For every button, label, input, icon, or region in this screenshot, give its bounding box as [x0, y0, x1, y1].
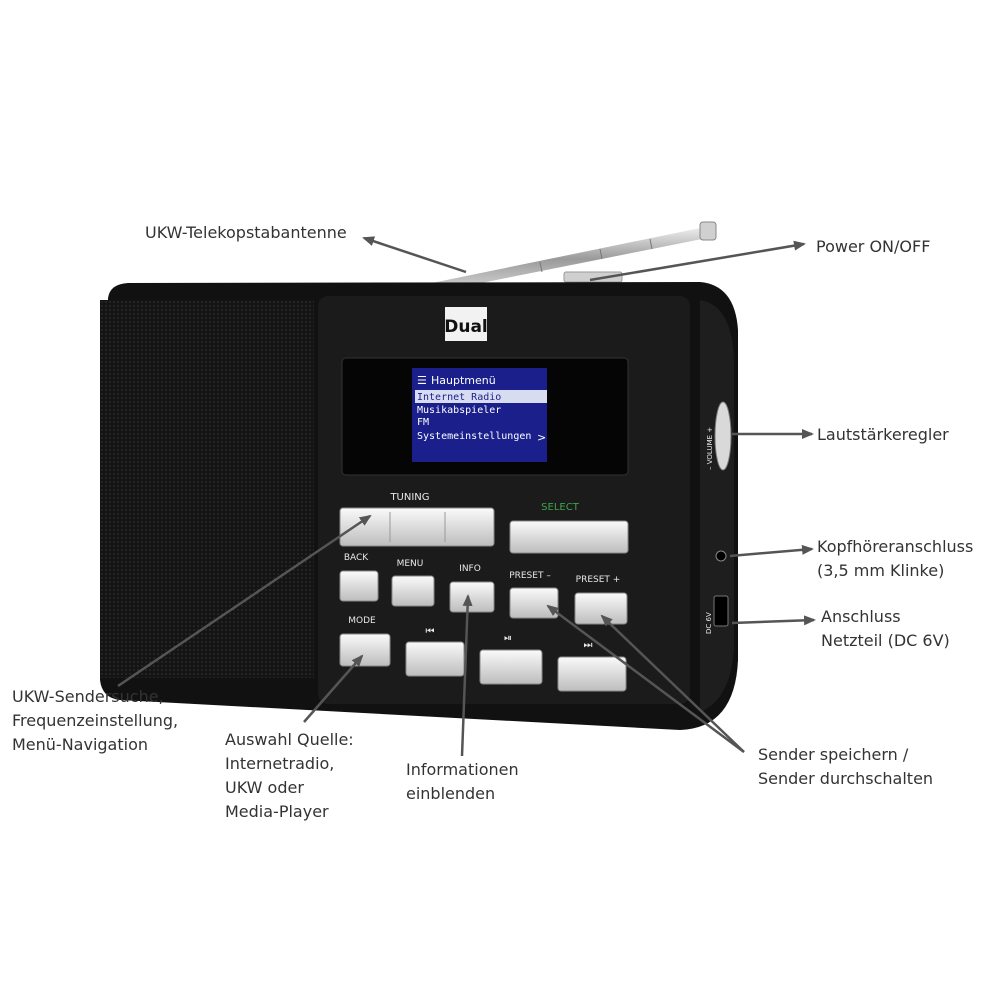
arrow-power — [589, 240, 806, 282]
menu-label: MENU — [397, 559, 424, 569]
volume-knob[interactable] — [714, 401, 732, 471]
prev-icon: ⏮ — [426, 626, 435, 637]
power-button[interactable] — [563, 271, 623, 283]
callout-preset: Sender speichern / Sender durchschalten — [758, 745, 934, 788]
arrow-mode — [303, 654, 364, 723]
volume-label: – VOLUME + — [706, 427, 714, 470]
screen-item-3: FM — [417, 417, 429, 428]
callout-antenna: UKW-Telekopstabantenne — [145, 223, 347, 242]
lcd-screen — [412, 368, 547, 462]
back-label: BACK — [344, 553, 369, 563]
mode-label: MODE — [348, 616, 376, 626]
screen-item-1: Internet Radio — [417, 392, 501, 403]
dc-label: DC 6V — [705, 612, 713, 634]
screen-item-4: Systemeinstellungen — [417, 431, 531, 442]
mode-button[interactable] — [339, 633, 391, 667]
tuning-rocker[interactable] — [339, 507, 495, 547]
preset-minus-label: PRESET – — [509, 571, 551, 581]
play-pause-icon: ⏯ — [504, 633, 512, 644]
arrow-dc — [731, 615, 816, 626]
screen-menu-icon: ☰ — [417, 374, 427, 387]
preset-minus-button[interactable] — [509, 587, 559, 619]
screen-item-2: Musikabspieler — [417, 405, 501, 416]
play-pause-button[interactable] — [479, 649, 543, 685]
select-button[interactable] — [509, 520, 629, 554]
info-label: INFO — [459, 564, 481, 574]
dual-logo — [445, 307, 487, 341]
screen-more-glyph: > — [537, 431, 546, 444]
callout-power: Power ON/OFF — [816, 237, 931, 256]
callout-volume: Lautstärkeregler — [817, 425, 949, 444]
screen-highlight — [415, 390, 547, 403]
arrow-preset-minus — [546, 604, 745, 754]
arrow-tuning — [117, 514, 372, 688]
callout-mode: Auswahl Quelle: Internetradio, UKW oder … — [225, 730, 354, 821]
callout-headphone: Kopfhöreranschluss (3,5 mm Klinke) — [817, 537, 974, 580]
menu-button[interactable] — [391, 575, 435, 607]
next-button[interactable] — [557, 656, 627, 692]
preset-plus-label: PRESET + — [576, 575, 621, 585]
select-label: SELECT — [541, 502, 580, 513]
tuning-label: TUNING — [389, 492, 429, 503]
brand-text: Dual — [444, 317, 488, 337]
speaker-grille — [100, 300, 314, 678]
callout-tuning: UKW-Sendersuche, Frequenzeinstellung, Me… — [12, 687, 179, 754]
back-button[interactable] — [339, 570, 379, 602]
info-button[interactable] — [449, 581, 495, 613]
telescopic-antenna[interactable] — [432, 221, 717, 292]
next-icon: ⏭ — [584, 640, 593, 651]
headphone-jack[interactable] — [715, 550, 727, 562]
arrow-info — [460, 594, 473, 757]
screen-title: Hauptmenü — [431, 374, 496, 387]
dc-socket[interactable] — [713, 595, 729, 627]
prev-button[interactable] — [405, 641, 465, 677]
arrow-antenna — [362, 236, 467, 274]
arrow-headphone — [729, 544, 814, 558]
callout-power-supply: Anschluss Netzteil (DC 6V) — [821, 607, 950, 650]
preset-plus-button[interactable] — [574, 592, 628, 625]
callout-info: Informationen einblenden — [406, 760, 519, 803]
arrow-preset-plus — [600, 614, 745, 753]
